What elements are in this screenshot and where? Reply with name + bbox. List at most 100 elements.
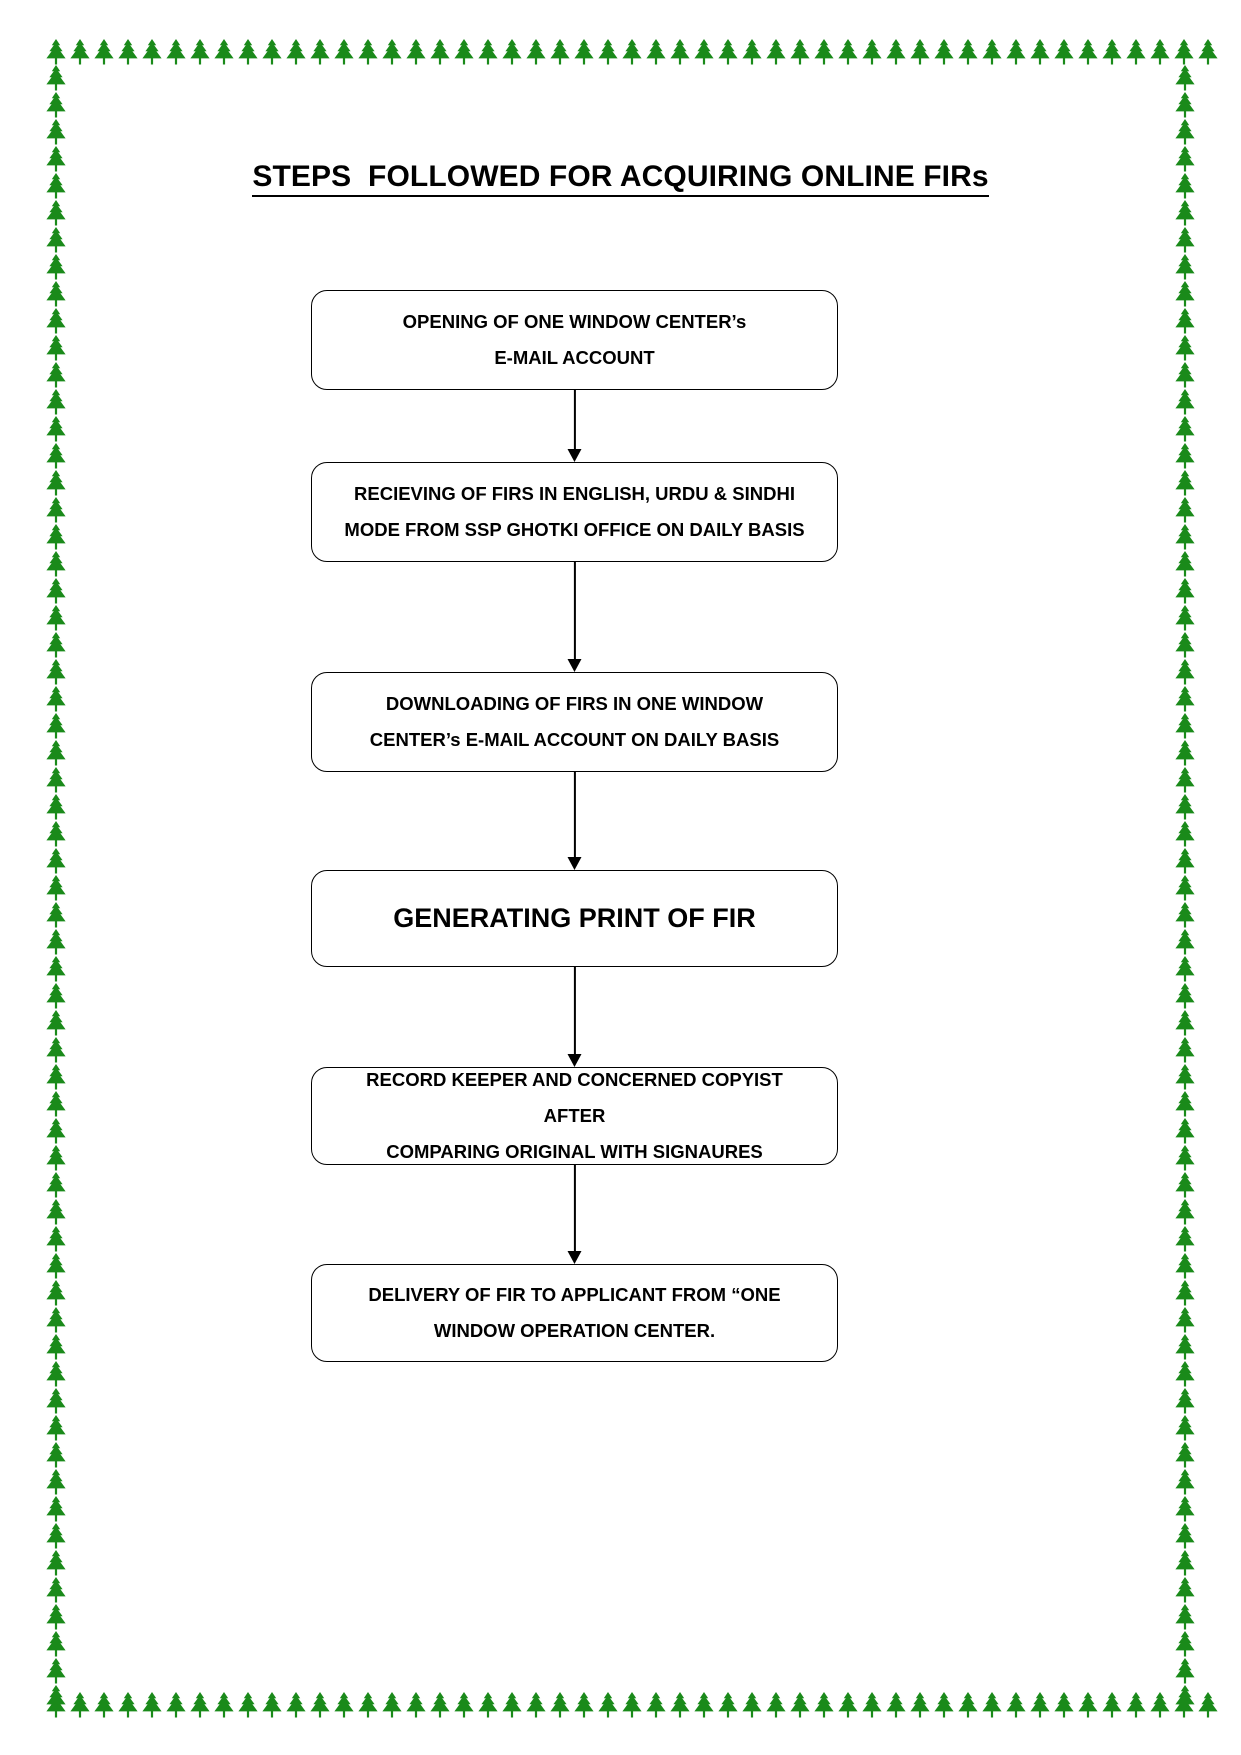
pine-tree-icon (1175, 470, 1195, 496)
pine-tree-icon (310, 1692, 330, 1718)
pine-tree-icon (46, 65, 66, 91)
pine-tree-icon (982, 39, 1002, 65)
pine-tree-icon (1126, 39, 1146, 65)
pine-tree-icon (46, 794, 66, 820)
pine-tree-icon (958, 39, 978, 65)
pine-tree-icon (46, 1064, 66, 1090)
pine-tree-icon (46, 1307, 66, 1333)
pine-tree-icon (886, 1692, 906, 1718)
pine-tree-icon (1175, 1010, 1195, 1036)
pine-tree-icon (718, 1692, 738, 1718)
pine-tree-icon (1175, 416, 1195, 442)
page-title: STEPS FOLLOWED FOR ACQUIRING ONLINE FIRs (0, 160, 1241, 197)
pine-tree-icon (1150, 1692, 1170, 1718)
pine-tree-icon (598, 1692, 618, 1718)
pine-tree-icon (718, 39, 738, 65)
pine-tree-icon (46, 119, 66, 145)
pine-tree-icon (550, 39, 570, 65)
pine-tree-icon (1175, 1415, 1195, 1441)
border-trees-bottom (44, 1691, 1218, 1718)
pine-tree-icon (526, 39, 546, 65)
pine-tree-icon (142, 39, 162, 65)
flow-step-5: RECORD KEEPER AND CONCERNED COPYIST AFTE… (311, 1067, 838, 1165)
pine-tree-icon (46, 362, 66, 388)
pine-tree-icon (46, 740, 66, 766)
pine-tree-icon (46, 1118, 66, 1144)
flow-step-5-label: RECORD KEEPER AND CONCERNED COPYIST AFTE… (366, 1068, 783, 1163)
pine-tree-icon (238, 39, 258, 65)
flow-step-1: OPENING OF ONE WINDOW CENTER’s E-MAIL AC… (311, 290, 838, 390)
pine-tree-icon (46, 1334, 66, 1360)
pine-tree-icon (910, 39, 930, 65)
pine-tree-icon (46, 1631, 66, 1657)
pine-tree-icon (1175, 686, 1195, 712)
pine-tree-icon (46, 686, 66, 712)
pine-tree-icon (46, 767, 66, 793)
pine-tree-icon (46, 1550, 66, 1576)
pine-tree-icon (1054, 39, 1074, 65)
pine-tree-icon (286, 1692, 306, 1718)
pine-tree-icon (838, 39, 858, 65)
pine-tree-icon (454, 39, 474, 65)
connector-line-icon (573, 1165, 576, 1253)
pine-tree-icon (1175, 1199, 1195, 1225)
pine-tree-icon (1175, 1172, 1195, 1198)
pine-tree-icon (46, 524, 66, 550)
pine-tree-icon (1174, 1692, 1194, 1718)
pine-tree-icon (46, 1037, 66, 1063)
pine-tree-icon (958, 1692, 978, 1718)
pine-tree-icon (46, 1415, 66, 1441)
pine-tree-icon (46, 632, 66, 658)
pine-tree-icon (46, 1199, 66, 1225)
pine-tree-icon (790, 39, 810, 65)
pine-tree-icon (1175, 740, 1195, 766)
pine-tree-icon (1175, 1091, 1195, 1117)
pine-tree-icon (406, 1692, 426, 1718)
pine-tree-icon (1175, 65, 1195, 91)
pine-tree-icon (1078, 1692, 1098, 1718)
connector-line-icon (573, 967, 576, 1056)
pine-tree-icon (46, 416, 66, 442)
down-arrow-icon (567, 449, 581, 462)
pine-tree-icon (1175, 362, 1195, 388)
pine-tree-icon (406, 39, 426, 65)
pine-tree-icon (46, 902, 66, 928)
pine-tree-icon (46, 713, 66, 739)
pine-tree-icon (1175, 497, 1195, 523)
pine-tree-icon (622, 39, 642, 65)
pine-tree-icon (1175, 227, 1195, 253)
pine-tree-icon (46, 1253, 66, 1279)
pine-tree-icon (46, 1685, 66, 1711)
pine-tree-icon (766, 39, 786, 65)
pine-tree-icon (46, 1145, 66, 1171)
pine-tree-icon (1175, 983, 1195, 1009)
pine-tree-icon (1175, 1334, 1195, 1360)
pine-tree-icon (862, 1692, 882, 1718)
pine-tree-icon (310, 39, 330, 65)
pine-tree-icon (166, 1692, 186, 1718)
flow-step-6: DELIVERY OF FIR TO APPLICANT FROM “ONE W… (311, 1264, 838, 1362)
pine-tree-icon (1175, 1658, 1195, 1684)
pine-tree-icon (382, 39, 402, 65)
pine-tree-icon (46, 254, 66, 280)
pine-tree-icon (70, 1692, 90, 1718)
pine-tree-icon (574, 39, 594, 65)
pine-tree-icon (46, 92, 66, 118)
pine-tree-icon (814, 1692, 834, 1718)
pine-tree-icon (646, 39, 666, 65)
flow-step-4: GENERATING PRINT OF FIR (311, 870, 838, 967)
pine-tree-icon (1175, 605, 1195, 631)
pine-tree-icon (1198, 39, 1218, 65)
pine-tree-icon (46, 1442, 66, 1468)
pine-tree-icon (526, 1692, 546, 1718)
pine-tree-icon (46, 1010, 66, 1036)
pine-tree-icon (46, 1388, 66, 1414)
pine-tree-icon (1175, 848, 1195, 874)
pine-tree-icon (550, 1692, 570, 1718)
pine-tree-icon (598, 39, 618, 65)
pine-tree-icon (502, 1692, 522, 1718)
pine-tree-icon (1175, 254, 1195, 280)
flow-step-4-label: GENERATING PRINT OF FIR (393, 903, 756, 934)
pine-tree-icon (118, 39, 138, 65)
pine-tree-icon (46, 443, 66, 469)
